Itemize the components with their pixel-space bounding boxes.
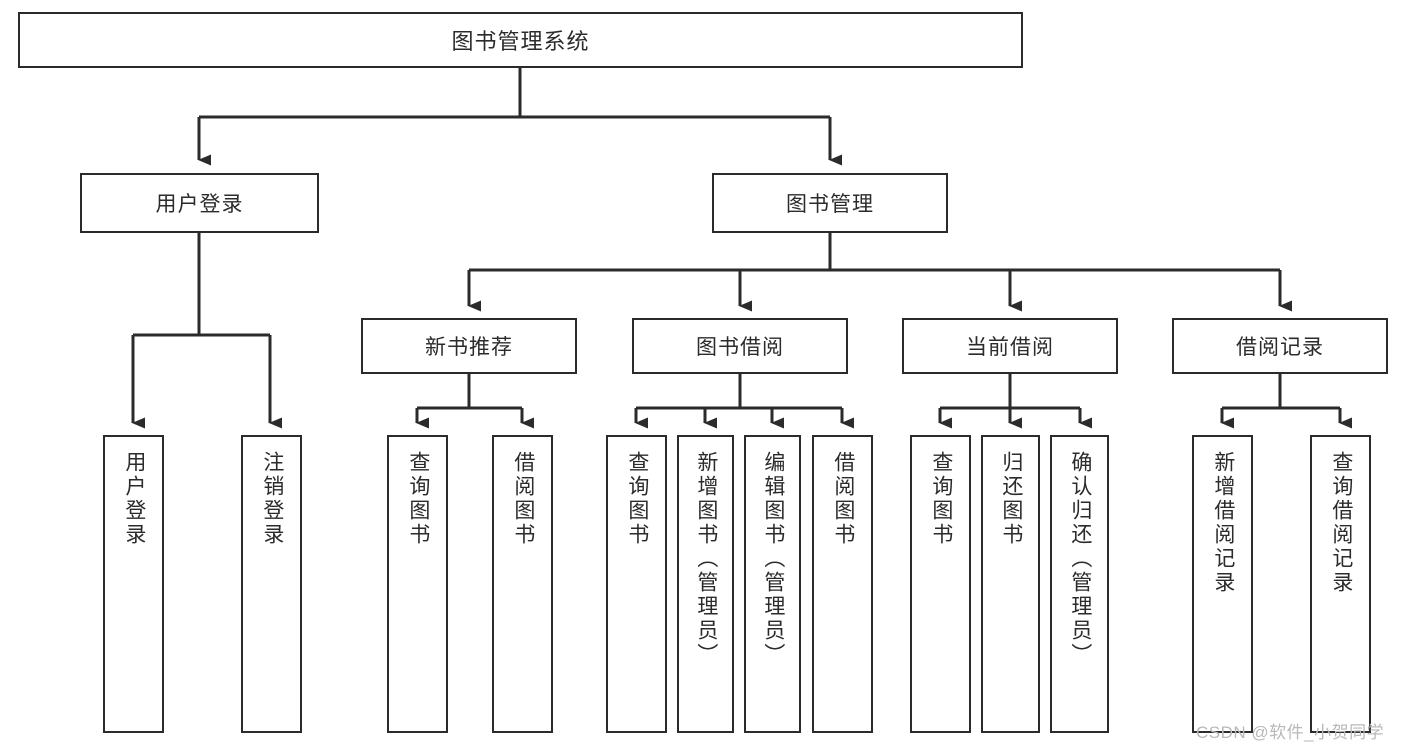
leaf-borrow-books-recommend[interactable]: 借阅图书 (492, 435, 553, 733)
leaf-confirm-return-admin[interactable]: 确认归还（管理员） (1050, 435, 1109, 733)
node-current-borrow[interactable]: 当前借阅 (902, 318, 1118, 374)
node-new-book-recommend-label: 新书推荐 (425, 336, 513, 359)
leaf-add-book-admin-label: 新增图书（管理员） (694, 451, 718, 667)
node-user-login[interactable]: 用户登录 (80, 173, 319, 233)
leaf-user-login[interactable]: 用户登录 (103, 435, 164, 733)
leaf-query-books-current-label: 查询图书 (929, 451, 953, 547)
leaf-return-books[interactable]: 归还图书 (981, 435, 1040, 733)
leaf-borrow-books-borrow[interactable]: 借阅图书 (812, 435, 873, 733)
node-book-management-label: 图书管理 (786, 193, 874, 216)
watermark-text: CSDN @软件_小贺同学 (1196, 723, 1385, 742)
node-book-borrow[interactable]: 图书借阅 (632, 318, 848, 374)
leaf-query-books-borrow[interactable]: 查询图书 (606, 435, 667, 733)
leaf-query-books-recommend[interactable]: 查询图书 (387, 435, 448, 733)
node-current-borrow-label: 当前借阅 (966, 336, 1054, 359)
leaf-query-borrow-record[interactable]: 查询借阅记录 (1310, 435, 1371, 733)
node-new-book-recommend[interactable]: 新书推荐 (361, 318, 577, 374)
leaf-query-books-current[interactable]: 查询图书 (910, 435, 971, 733)
leaf-edit-book-admin-label: 编辑图书（管理员） (761, 451, 785, 667)
node-borrow-records-label: 借阅记录 (1236, 336, 1324, 359)
leaf-user-login-label: 用户登录 (122, 451, 146, 547)
leaf-confirm-return-admin-label: 确认归还（管理员） (1068, 451, 1092, 667)
leaf-query-books-borrow-label: 查询图书 (625, 451, 649, 547)
leaf-edit-book-admin[interactable]: 编辑图书（管理员） (744, 435, 801, 733)
leaf-add-borrow-record-label: 新增借阅记录 (1211, 451, 1235, 595)
node-user-login-label: 用户登录 (155, 193, 244, 216)
leaf-add-borrow-record[interactable]: 新增借阅记录 (1192, 435, 1253, 733)
leaf-query-borrow-record-label: 查询借阅记录 (1329, 451, 1353, 595)
leaf-borrow-books-borrow-label: 借阅图书 (831, 451, 855, 547)
leaf-query-books-recommend-label: 查询图书 (406, 451, 430, 547)
leaf-logout[interactable]: 注销登录 (241, 435, 302, 733)
node-root[interactable]: 图书管理系统 (18, 12, 1023, 68)
node-borrow-records[interactable]: 借阅记录 (1172, 318, 1388, 374)
node-book-management[interactable]: 图书管理 (712, 173, 948, 233)
leaf-logout-label: 注销登录 (260, 451, 284, 547)
node-root-label: 图书管理系统 (451, 29, 590, 54)
leaf-add-book-admin[interactable]: 新增图书（管理员） (677, 435, 734, 733)
leaf-borrow-books-recommend-label: 借阅图书 (511, 451, 535, 547)
node-book-borrow-label: 图书借阅 (696, 336, 784, 359)
leaf-return-books-label: 归还图书 (999, 451, 1023, 547)
